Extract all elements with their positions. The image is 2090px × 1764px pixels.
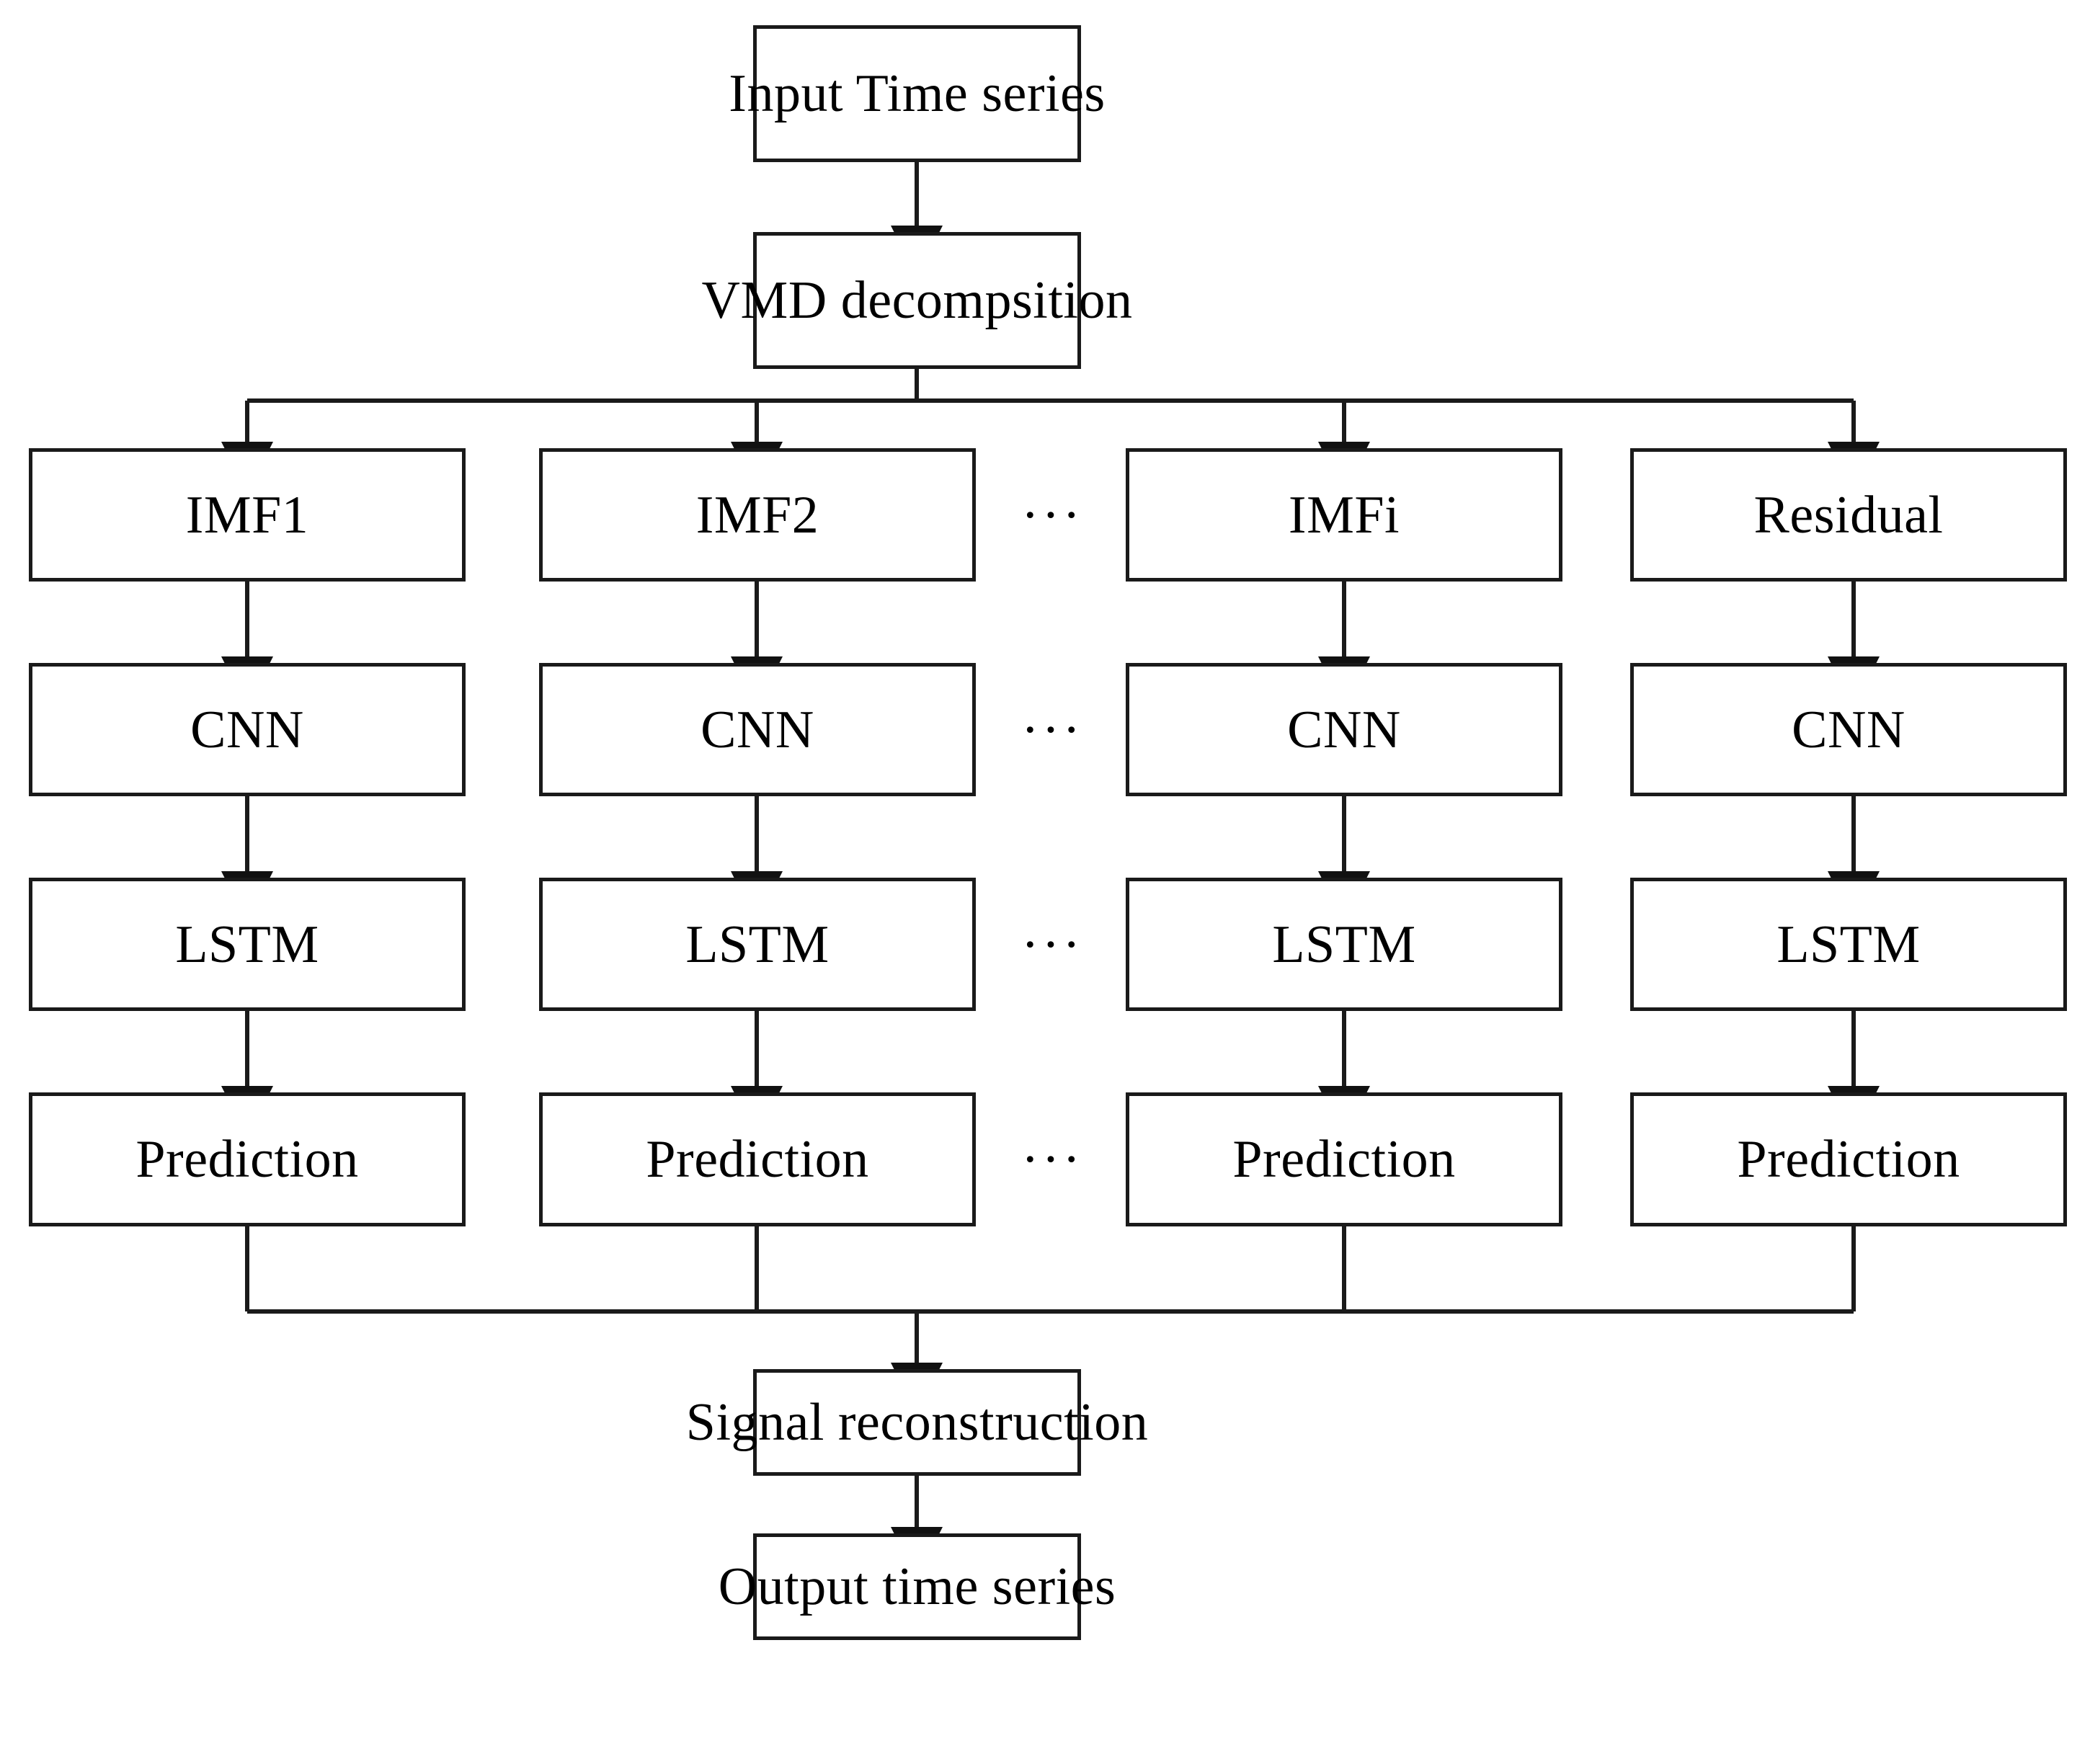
node-cnn-1-label: CNN (190, 700, 304, 760)
node-prediction-2[interactable]: Prediction (539, 1092, 976, 1226)
node-input-time-series-label: Input Time series (729, 64, 1106, 123)
ellipsis-imf-row: ··· (1021, 486, 1083, 545)
node-prediction-4[interactable]: Prediction (1630, 1092, 2067, 1226)
node-lstm-2-label: LSTM (685, 914, 830, 974)
node-vmd-decomposition-label: VMD decompsition (701, 271, 1133, 330)
node-output-time-series-label: Output time series (718, 1557, 1116, 1616)
node-residual[interactable]: Residual (1630, 448, 2067, 582)
node-signal-reconstruction-label: Signal reconstruction (685, 1393, 1149, 1452)
node-imf1[interactable]: IMF1 (29, 448, 466, 582)
node-lstm-3-label: LSTM (1272, 914, 1416, 974)
node-cnn-4[interactable]: CNN (1630, 663, 2067, 796)
node-prediction-3-label: Prediction (1232, 1130, 1456, 1189)
node-imfi[interactable]: IMFi (1126, 448, 1562, 582)
node-lstm-4[interactable]: LSTM (1630, 878, 2067, 1011)
node-lstm-1-label: LSTM (175, 914, 319, 974)
node-imf2-label: IMF2 (695, 485, 819, 545)
node-prediction-2-label: Prediction (646, 1130, 869, 1189)
node-cnn-3-label: CNN (1287, 700, 1401, 760)
node-cnn-4-label: CNN (1792, 700, 1906, 760)
node-residual-label: Residual (1753, 485, 1944, 545)
node-vmd-decomposition[interactable]: VMD decompsition (702, 232, 1132, 369)
node-lstm-4-label: LSTM (1776, 914, 1921, 974)
node-input-time-series[interactable]: Input Time series (729, 25, 1105, 162)
node-lstm-3[interactable]: LSTM (1126, 878, 1562, 1011)
ellipsis-cnn-row: ··· (1021, 700, 1083, 760)
node-lstm-2[interactable]: LSTM (539, 878, 976, 1011)
node-prediction-4-label: Prediction (1737, 1130, 1960, 1189)
node-cnn-2-label: CNN (701, 700, 814, 760)
node-imf2[interactable]: IMF2 (539, 448, 976, 582)
node-lstm-1[interactable]: LSTM (29, 878, 466, 1011)
node-cnn-1[interactable]: CNN (29, 663, 466, 796)
node-imf1-label: IMF1 (185, 485, 309, 545)
node-imfi-label: IMFi (1288, 485, 1400, 545)
node-prediction-1-label: Prediction (135, 1130, 359, 1189)
ellipsis-lstm-row: ··· (1021, 915, 1083, 974)
ellipsis-prediction-row: ··· (1021, 1130, 1083, 1189)
node-cnn-3[interactable]: CNN (1126, 663, 1562, 796)
node-cnn-2[interactable]: CNN (539, 663, 976, 796)
node-prediction-1[interactable]: Prediction (29, 1092, 466, 1226)
node-signal-reconstruction[interactable]: Signal reconstruction (686, 1369, 1148, 1476)
node-output-time-series[interactable]: Output time series (719, 1533, 1116, 1640)
node-prediction-3[interactable]: Prediction (1126, 1092, 1562, 1226)
